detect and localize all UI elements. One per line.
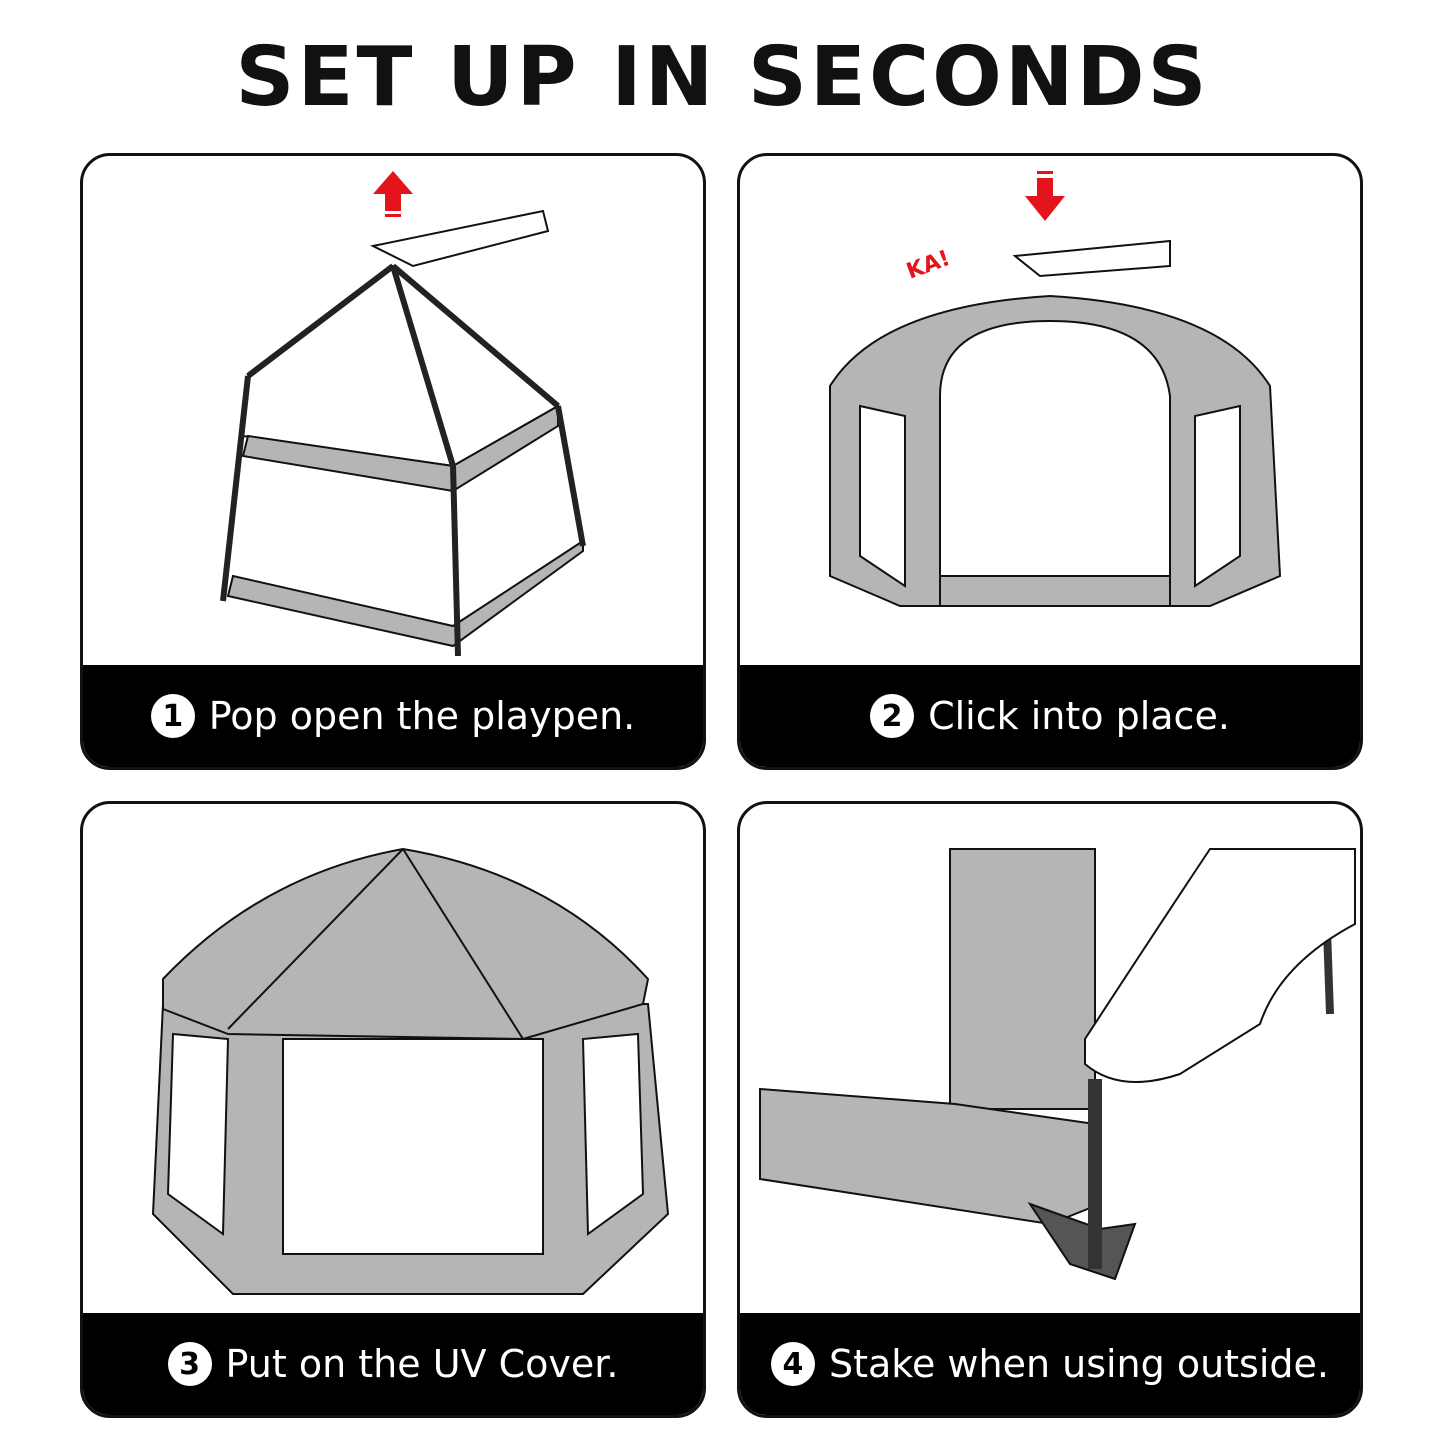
hand-icon bbox=[1084, 848, 1356, 1083]
step-1-panel: 1 Pop open the playpen. bbox=[80, 153, 706, 770]
caption-text: Put on the UV Cover. bbox=[225, 1342, 619, 1386]
step-number-badge: 4 bbox=[770, 1342, 815, 1386]
ka-sound-text: KA! bbox=[903, 246, 953, 285]
playpen-popping-illustration bbox=[220, 171, 586, 657]
playpen-click-illustration: KA! bbox=[829, 171, 1282, 607]
uv-cover bbox=[162, 847, 650, 1041]
step-2-panel: KA! 2 Click into place. bbox=[737, 153, 1363, 770]
up-arrow-icon bbox=[373, 171, 413, 217]
hand-icon bbox=[369, 209, 550, 268]
step-number-badge: 3 bbox=[167, 1342, 212, 1386]
staking-illustration bbox=[759, 848, 1356, 1281]
page-title: SET UP IN SECONDS bbox=[235, 30, 1210, 125]
caption-text: Stake when using outside. bbox=[828, 1342, 1329, 1386]
step-2-caption: 2 Click into place. bbox=[740, 665, 1360, 767]
step-4-caption: 4 Stake when using outside. bbox=[740, 1313, 1360, 1415]
step-4-panel: 4 Stake when using outside. bbox=[737, 801, 1363, 1418]
caption-text: Pop open the playpen. bbox=[208, 694, 636, 738]
hand-icon bbox=[1012, 239, 1171, 278]
step-number-badge: 1 bbox=[150, 694, 195, 738]
step-number-badge: 2 bbox=[870, 694, 915, 738]
uv-cover-illustration bbox=[151, 847, 670, 1295]
step-3-caption: 3 Put on the UV Cover. bbox=[83, 1313, 703, 1415]
stake-icon bbox=[1088, 1079, 1102, 1269]
step-1-caption: 1 Pop open the playpen. bbox=[83, 665, 703, 767]
step-3-panel: 3 Put on the UV Cover. bbox=[80, 801, 706, 1418]
caption-text: Click into place. bbox=[928, 694, 1230, 738]
down-arrow-icon bbox=[1025, 171, 1065, 221]
